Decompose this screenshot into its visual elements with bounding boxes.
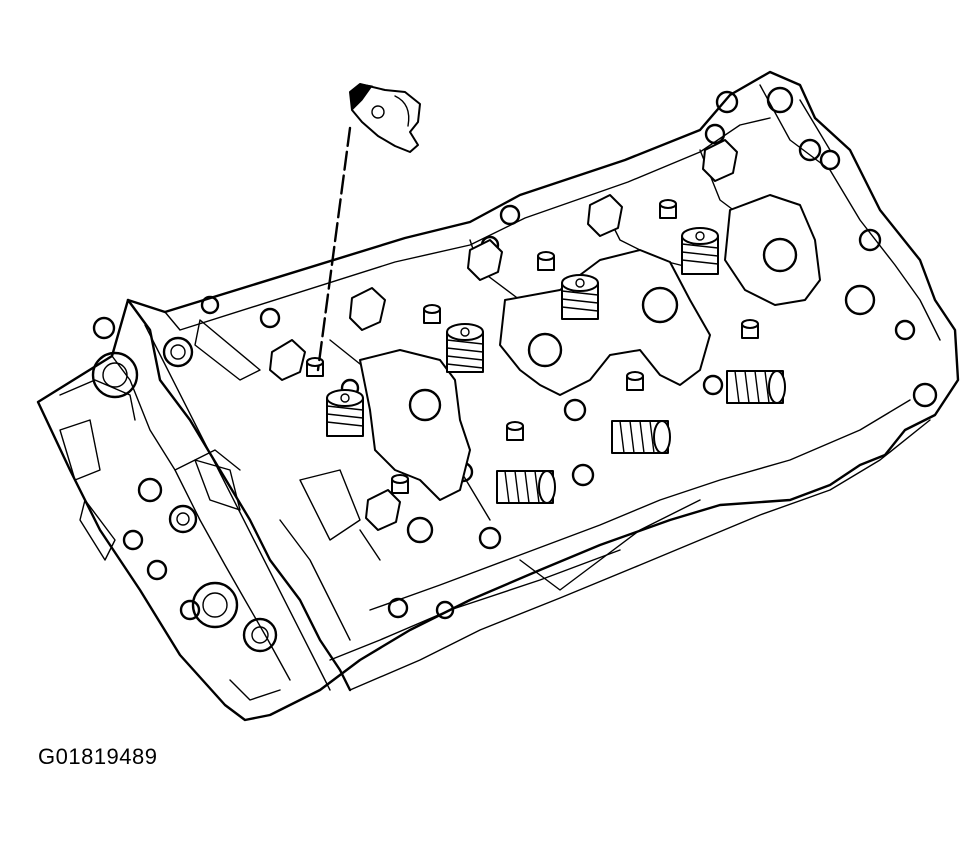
valve-springs [326, 227, 786, 504]
rocker-arm-drawing [316, 83, 421, 372]
rocker-pedestals [359, 194, 821, 501]
figure-id-label: G01819489 [38, 744, 158, 769]
valve-spring-front [496, 470, 556, 504]
cylinder-head-drawing [36, 70, 960, 722]
valve-stems [306, 199, 759, 494]
seated-rocker-arms [269, 139, 738, 531]
